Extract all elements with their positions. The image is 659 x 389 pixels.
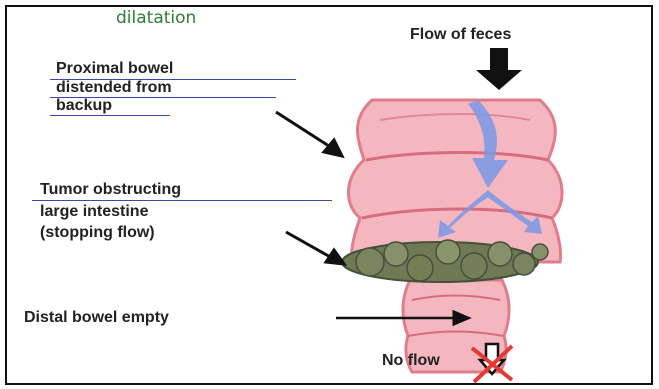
underline bbox=[50, 115, 170, 116]
label-proximal-line3: backup bbox=[56, 97, 112, 115]
label-tumor-line2: large intestine bbox=[40, 203, 148, 221]
label-no-flow: No flow bbox=[382, 352, 440, 370]
label-flow-of-feces: Flow of feces bbox=[410, 26, 511, 44]
pointer-arrowhead-tumor bbox=[326, 250, 344, 264]
pointer-arrow-tumor bbox=[286, 232, 332, 258]
caption-text: dilatation bbox=[116, 8, 196, 28]
label-tumor-line3: (stopping flow) bbox=[40, 224, 155, 242]
label-proximal-line1: Proximal bowel bbox=[56, 60, 173, 78]
pointer-arrowhead-proximal bbox=[324, 140, 342, 156]
pointer-arrow-proximal bbox=[276, 112, 332, 148]
label-proximal-line2: distended from bbox=[56, 79, 172, 97]
label-distal: Distal bowel empty bbox=[24, 309, 169, 327]
flow-of-feces-arrow-icon bbox=[476, 48, 522, 90]
label-tumor-line1: Tumor obstructing bbox=[40, 181, 181, 199]
proximal-bowel bbox=[348, 100, 562, 262]
underline bbox=[32, 200, 332, 201]
